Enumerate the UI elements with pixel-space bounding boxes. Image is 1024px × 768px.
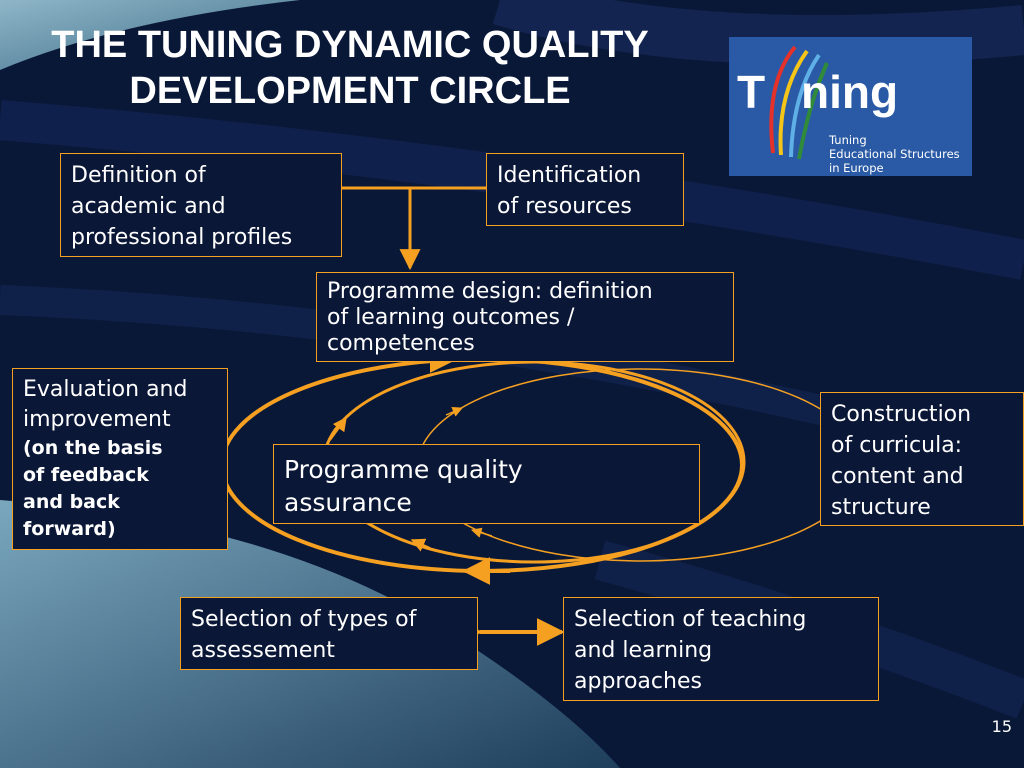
logo-swirl-icon <box>769 45 829 160</box>
cycle-arrow-inner-bottom <box>470 527 493 538</box>
box-identification-resources: Identification of resources <box>486 153 684 226</box>
cycle-arrow-inner-top <box>445 406 463 417</box>
box-programme-design: Programme design: definition of learning… <box>316 272 734 362</box>
logo-word: ning <box>801 66 899 118</box>
logo-subtitle: Tuning Educational Structures in Europe <box>829 133 960 175</box>
slide-title: THE TUNING DYNAMIC QUALITY DEVELOPMENT C… <box>51 24 649 112</box>
cycle-arrow-mid-bottom <box>410 538 431 552</box>
box-evaluation-improvement: Evaluation and improvement (on the basis… <box>12 368 228 550</box>
box-definition-profiles: Definition of academic and professional … <box>60 153 342 257</box>
page-number: 15 <box>991 717 1012 736</box>
box-selection-teaching: Selection of teaching and learning appro… <box>563 597 879 701</box>
box-construction-curricula: Construction of curricula: content and s… <box>820 392 1024 526</box>
tuning-logo: T ning Tuning Educational Structures in … <box>729 37 972 176</box>
logo-letter-t: T <box>737 66 766 118</box>
cycle-arrow-mid-left <box>329 416 347 441</box>
box-programme-quality-assurance: Programme quality assurance <box>273 444 700 524</box>
box-selection-assessment: Selection of types of assessement <box>180 597 478 670</box>
